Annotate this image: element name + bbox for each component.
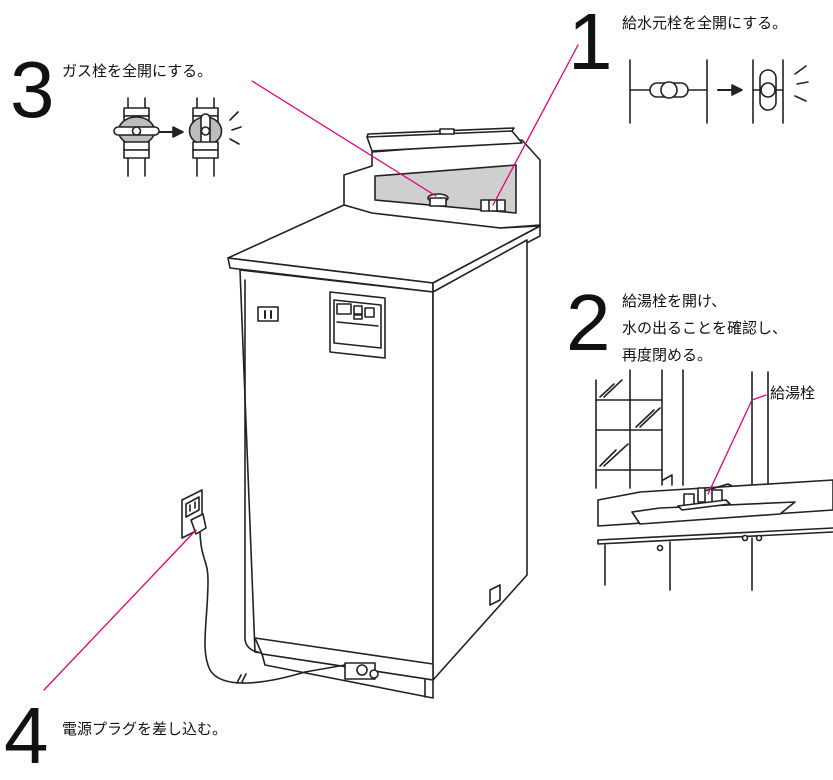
control-panel-display xyxy=(336,303,352,315)
power-cord xyxy=(199,531,346,684)
sink-basin xyxy=(631,501,796,525)
front-outlet xyxy=(257,306,279,322)
leader-line-step-3 xyxy=(251,80,437,197)
step-text-3: ガス栓を全開にする。 xyxy=(62,62,213,80)
arrow-right-icon xyxy=(717,84,743,96)
step-text-1: 給水元栓を全開にする。 xyxy=(622,14,788,32)
step-text-2-line-3: 再度閉める。 xyxy=(622,346,713,364)
gas-valve-open-icon xyxy=(188,97,242,177)
unit-side-panel xyxy=(432,239,528,681)
arrow-right-icon xyxy=(159,126,184,138)
gas-valve-closed-icon xyxy=(113,97,160,177)
step-number-2: 2 xyxy=(566,278,611,367)
wall-outlet-and-plug xyxy=(181,489,346,684)
step-text-2-line-2: 水の出ることを確認し、 xyxy=(622,319,788,337)
callout-hot-water-tap: 給湯栓 xyxy=(770,384,816,402)
step-text-4: 電源プラグを差し込む。 xyxy=(62,720,228,738)
step-number-1: 1 xyxy=(568,0,613,86)
leader-lines xyxy=(43,44,767,691)
step-number-4: 4 xyxy=(4,691,49,780)
step-number-3: 3 xyxy=(10,45,55,134)
step-text-2-line-1: 給湯栓を開け、 xyxy=(622,292,727,310)
water-valve-open-icon xyxy=(752,59,809,124)
water-valve-closed-icon xyxy=(629,59,708,124)
power-plug-icon xyxy=(190,513,207,535)
water-heater-unit xyxy=(227,127,541,699)
unit-lid xyxy=(366,130,523,152)
sink-scene xyxy=(595,369,833,591)
leader-line-step-4 xyxy=(43,529,197,691)
hot-water-faucet xyxy=(677,483,733,511)
leader-line-step-1 xyxy=(492,44,579,206)
leader-line-step-2 xyxy=(707,394,767,495)
